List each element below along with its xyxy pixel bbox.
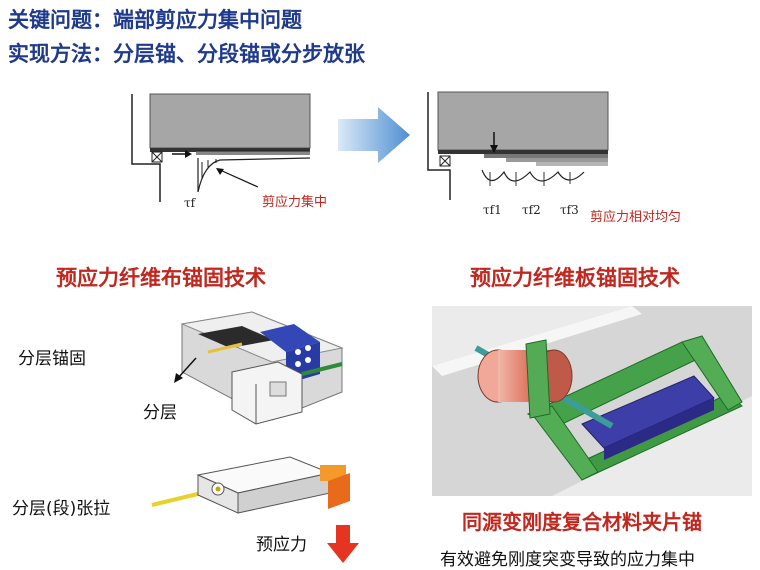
transition-arrow-icon xyxy=(336,105,416,165)
tau-f-label: τf xyxy=(184,196,195,210)
prestress-down-arrow-icon xyxy=(326,525,360,565)
layered-anchor-figure xyxy=(182,312,352,442)
note-avoid-stress-concentration: 有效避免刚度突变导致的应力集中 xyxy=(440,545,695,570)
tau-f1-label: τf1 xyxy=(483,203,502,217)
label-layer: 分层 xyxy=(143,398,177,423)
label-layered-tension: 分层(段)张拉 xyxy=(12,494,110,519)
section-title-sheet-anchor: 预应力纤维布锚固技术 xyxy=(56,262,266,292)
heading-key-problem: 关键问题：端部剪应力集中问题 xyxy=(8,4,302,34)
note-stress-uniform: 剪应力相对均匀 xyxy=(590,206,681,225)
tau-f3-label: τf3 xyxy=(560,203,579,217)
note-stress-concentration: 剪应力集中 xyxy=(262,191,327,210)
beam-diagram-uniform xyxy=(420,90,620,220)
layer-pointer-arrow-icon xyxy=(170,356,200,386)
label-prestress: 预应力 xyxy=(256,530,307,555)
caption-composite-wedge-anchor: 同源变刚度复合材料夹片锚 xyxy=(462,506,702,535)
layered-tension-figure xyxy=(150,455,400,515)
heading-method: 实现方法：分层锚、分段锚或分步放张 xyxy=(8,38,365,68)
label-layered-anchor: 分层锚固 xyxy=(18,344,86,369)
tau-f2-label: τf2 xyxy=(522,203,541,217)
section-title-plate-anchor: 预应力纤维板锚固技术 xyxy=(470,262,680,292)
plate-anchor-figure xyxy=(432,306,752,496)
